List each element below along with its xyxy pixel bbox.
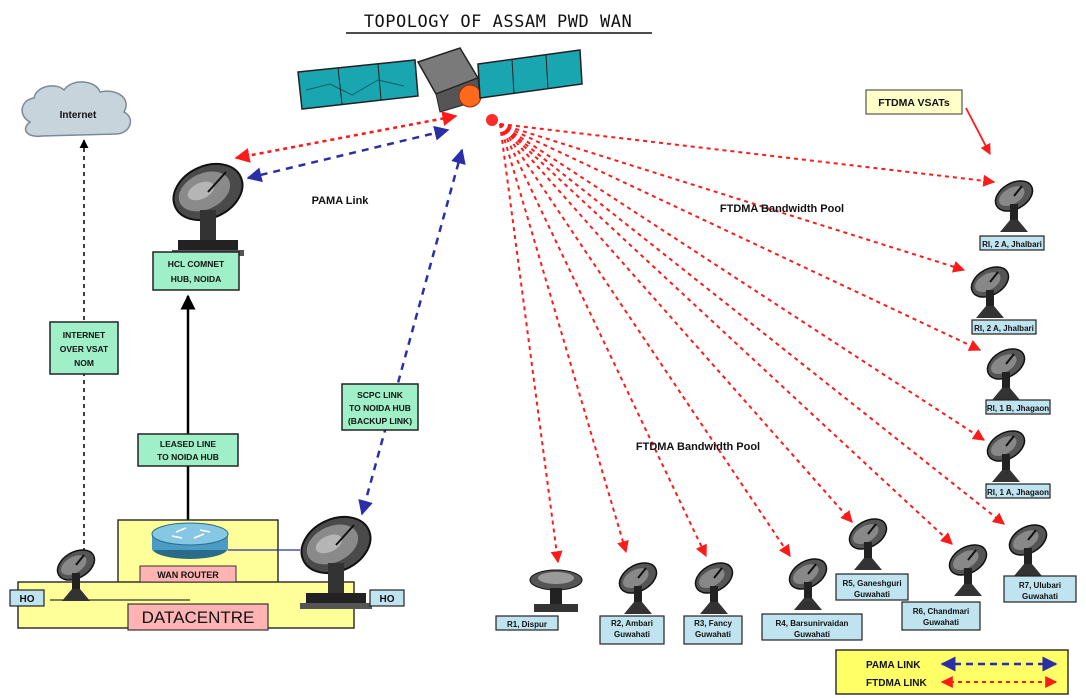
site-dish-icon [783,551,833,611]
internet-cloud-icon: Internet [21,81,132,138]
svg-text:SCPC LINK: SCPC LINK [357,390,404,400]
internet-over-vsat-box: INTERNET OVER VSAT NOM [49,321,119,375]
site-dish-icon [981,423,1031,483]
site-dish-icon [943,537,993,597]
svg-text:NOM: NOM [74,358,94,368]
svg-text:LEASED LINE: LEASED LINE [160,439,217,449]
site-dish-icon [1003,517,1053,577]
svg-text:TO NOIDA HUB: TO NOIDA HUB [349,403,411,413]
cloud-label: Internet [60,110,97,121]
legend-pama-label: PAMA LINK [866,660,921,671]
site-label-box [835,573,909,601]
legend: PAMA LINK FTDMA LINK [835,649,1069,695]
site-dish-icon [989,173,1039,233]
hub-dish-icon [163,152,253,257]
ho-right-label: HO [380,594,395,605]
leased-line-box: LEASED LINE TO NOIDA HUB [137,433,239,467]
scpc-link-box: SCPC LINK TO NOIDA HUB (BACKUP LINK) [341,383,419,431]
ftdma-pool-label-top: FTDMA Bandwidth Pool [720,203,844,215]
satellite-icon [297,47,583,126]
ftdma-vsats-box: FTDMA VSATs [865,89,991,155]
svg-text:HUB, NOIDA: HUB, NOIDA [171,274,222,284]
site-label-box [683,615,743,645]
svg-text:OVER VSAT: OVER VSAT [60,344,109,354]
svg-text:R1, Dispur: R1, Dispur [507,620,547,629]
site-label-box [979,235,1045,251]
site-label-box [985,483,1051,499]
site-dish-icon [613,555,663,615]
site-label-box [599,615,665,645]
wan-router-label: WAN ROUTER [157,570,219,580]
wan-router-icon: WAN ROUTER [139,522,237,583]
ho-left-label: HO [20,594,35,605]
site-dish-icon [981,341,1031,401]
pama-link-label: PAMA Link [312,195,370,207]
site-label: RI, 2 A, Jhalbari [974,324,1034,333]
ftdma-rays [499,123,1005,564]
site-label-box [901,601,981,631]
svg-text:INTERNET: INTERNET [63,330,106,340]
svg-text:FTDMA VSATs: FTDMA VSATs [878,97,950,109]
diagram-title: TOPOLOGY OF ASSAM PWD WAN [364,12,632,32]
site-label-box [761,613,863,641]
site-label-box [985,399,1051,415]
svg-text:HCL COMNET: HCL COMNET [168,259,225,269]
ho-right-box [369,589,405,607]
site-r1: R1, Dispur [495,569,583,631]
site-label: RI, 1 B, Jhagaon [987,404,1049,413]
ho-left-box [9,589,45,607]
svg-text:TO NOIDA HUB: TO NOIDA HUB [157,452,219,462]
datacentre-label: DATACENTRE [142,608,255,627]
site-dish-icon [689,555,739,615]
site-label-box [1003,575,1077,603]
site-label: RI, 2 A, Jhalbari [982,240,1042,249]
svg-text:(BACKUP LINK): (BACKUP LINK) [348,416,412,426]
legend-ftdma-label: FTDMA LINK [866,678,928,689]
site-label: RI, 1 A, Jhagaon [987,488,1049,497]
site-label-box [971,319,1037,335]
hub-box: HCL COMNET HUB, NOIDA [152,251,240,291]
ftdma-pool-label-mid: FTDMA Bandwidth Pool [636,441,760,453]
site-dish-icon [965,259,1015,319]
